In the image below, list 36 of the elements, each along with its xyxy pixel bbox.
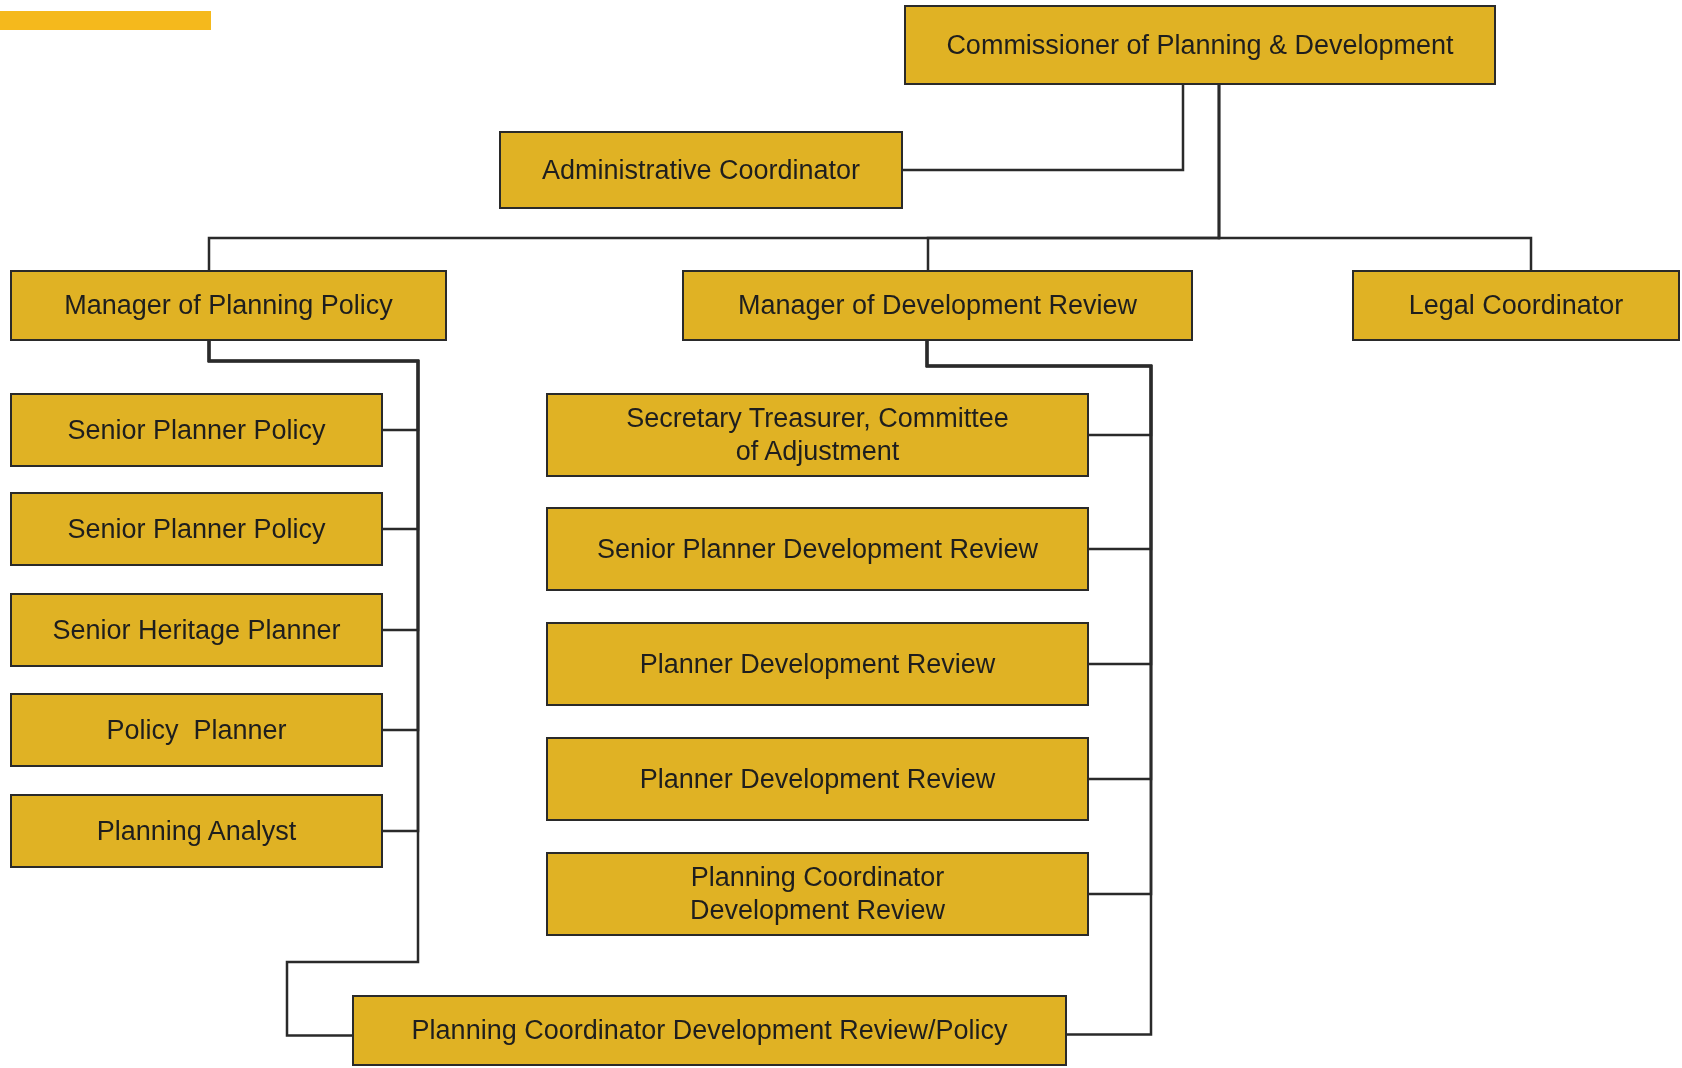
job-title: Legal Coordinator	[1408, 289, 1624, 322]
job-title: Senior Planner Policy	[67, 512, 326, 546]
position-box	[1352, 270, 1680, 341]
position-box	[499, 131, 903, 209]
job-title: Manager of Planning Policy	[64, 289, 393, 322]
job-title: Policy Planner	[106, 713, 287, 747]
job-title: Planning Coordinator Development Review/Policy	[411, 1014, 1008, 1047]
connector-line	[925, 341, 1153, 1036]
job-title: Secretary Treasurer, Committee of Adjustment	[625, 402, 1010, 468]
job-title: Senior Heritage Planner	[52, 613, 341, 647]
job-title: Senior Planner Development Review	[596, 532, 1039, 566]
job-title: Planner Development Review	[639, 647, 996, 681]
connector-line	[903, 85, 1185, 172]
position-box	[10, 393, 383, 467]
position-box	[682, 270, 1193, 341]
job-title: Senior Planner Policy	[67, 413, 326, 447]
job-title: Administrative Coordinator	[541, 153, 861, 187]
position-box	[546, 622, 1089, 706]
job-title: Planner Development Review	[639, 762, 996, 796]
position-box	[10, 270, 447, 341]
job-title: Commissioner of Planning & Development	[946, 28, 1454, 62]
position-box	[546, 852, 1089, 936]
position-box	[546, 393, 1089, 477]
position-box	[10, 693, 383, 767]
position-box	[10, 492, 383, 566]
position-box	[904, 5, 1496, 85]
job-title: Manager of Development Review	[737, 289, 1138, 322]
job-title: Planning Coordinator Development Review	[688, 861, 947, 927]
connector-line	[207, 341, 420, 1037]
position-box	[546, 507, 1089, 591]
position-box	[546, 737, 1089, 821]
connector-line	[1217, 85, 1533, 270]
position-box	[10, 593, 383, 667]
position-box	[10, 794, 383, 868]
job-title: Planning Analyst	[96, 814, 297, 848]
position-box	[352, 995, 1067, 1066]
